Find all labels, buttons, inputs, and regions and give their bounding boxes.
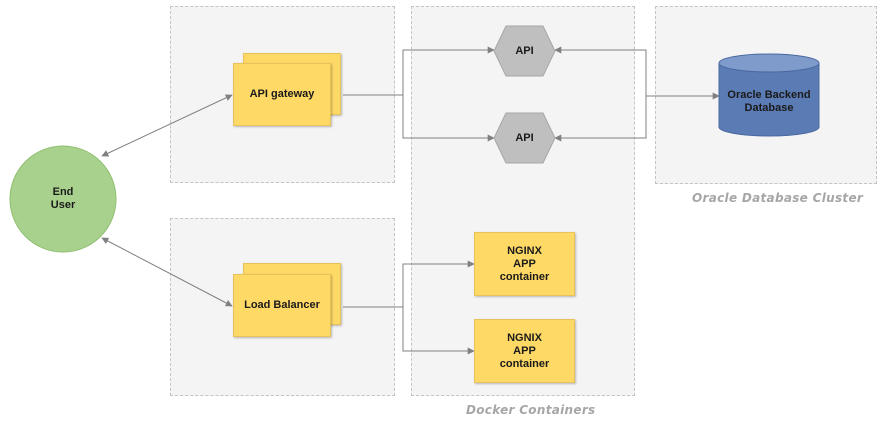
gateway-api-top-connector	[343, 46, 495, 96]
nginx-top-box	[474, 232, 575, 296]
gateway-api-bottom-connector	[402, 95, 495, 142]
user-loadbalancer-connector	[101, 237, 233, 307]
api-bottom-label: API	[515, 131, 534, 144]
nginx-top-label: NGINX APP container	[499, 244, 550, 283]
nginx-bottom-box	[474, 319, 575, 383]
oracle-db-label: Oracle Backend Database	[727, 89, 811, 114]
end-user-circle-icon	[9, 145, 117, 253]
api-top-hexagon-icon	[493, 25, 556, 77]
loadbalancer-nginx-top-connector	[343, 260, 475, 308]
end-user-label: End User	[50, 186, 76, 211]
oracle-database-cluster-label: Oracle Database Cluster	[692, 191, 864, 205]
api-gateway-label: API gateway	[249, 88, 315, 100]
docker-containers-label: Docker Containers	[466, 403, 596, 417]
api-bottom-hexagon-icon	[493, 112, 556, 164]
loadbalancer-nginx-bottom-connector	[402, 307, 475, 355]
load-balancer-box	[233, 274, 331, 337]
database-cylinder-icon	[718, 53, 820, 137]
db-api-bottom-connector	[554, 96, 647, 142]
nginx-bottom-label: NGNIX APP container	[499, 331, 550, 370]
api-gateway-box	[233, 63, 331, 126]
user-gateway-connector	[101, 94, 233, 157]
db-api-top-connector	[554, 46, 647, 96]
api-top-label: API	[515, 44, 534, 57]
load-balancer-label: Load Balancer	[244, 299, 320, 311]
